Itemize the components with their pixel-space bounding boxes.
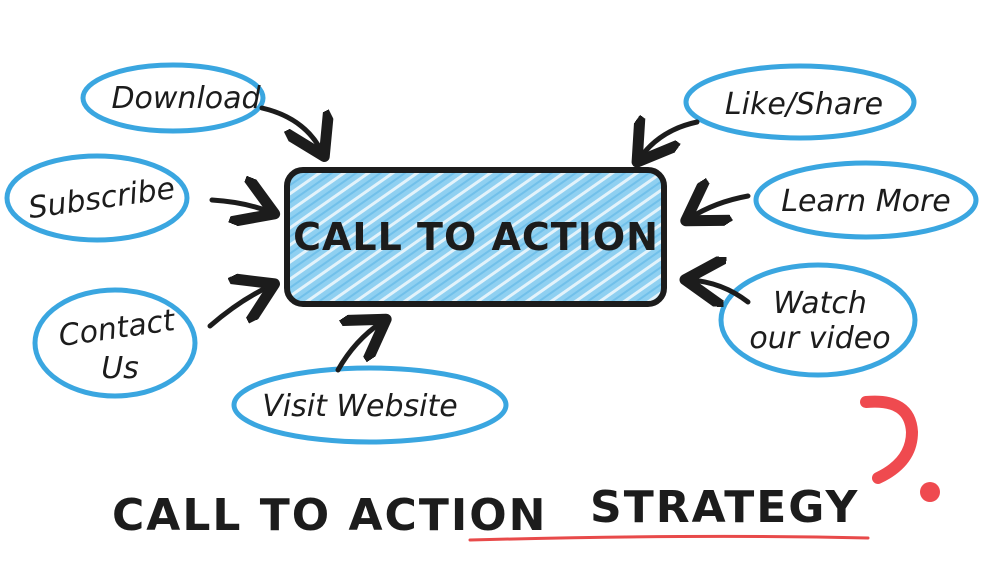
bubble-visit-website-label: Visit Website <box>262 389 457 424</box>
arrow-from-watch-video <box>690 280 751 302</box>
bubble-like-share-outline <box>683 63 917 141</box>
bubble-learn-more: Learn More <box>753 160 979 240</box>
center-box-shape <box>284 167 667 307</box>
bubble-like-share-label: Like/Share <box>725 87 883 122</box>
center-box: CALL TO ACTION <box>284 167 667 307</box>
bubble-watch-video-outline <box>718 262 918 378</box>
bubble-like-share: Like/Share <box>683 63 917 141</box>
arrow-from-subscribe <box>209 200 270 212</box>
arrow-from-like-share <box>640 122 700 158</box>
arrows <box>207 105 751 373</box>
bubble-contact-us: Contact Us <box>32 287 198 399</box>
footer-underline <box>468 534 870 542</box>
bubble-download-outline <box>80 62 266 134</box>
bubble-subscribe-outline <box>4 153 190 243</box>
bubble-watch-video-label-line1: Watch <box>773 286 867 321</box>
bubble-subscribe: Subscribe <box>4 153 190 243</box>
footer-title-part1: CALL TO ACTION <box>112 490 547 541</box>
footer-title-part2: STRATEGY <box>590 482 859 533</box>
bubble-learn-more-outline <box>753 160 979 240</box>
bubble-visit-website-outline <box>231 365 509 445</box>
arrow-from-contact-us <box>207 286 270 329</box>
arrow-from-visit-website <box>335 322 382 373</box>
bubble-download-label: Download <box>111 81 261 116</box>
bubble-learn-more-label: Learn More <box>781 184 950 219</box>
bubble-contact-us-label-line1: Contact <box>56 303 178 354</box>
bubble-contact-us-label-line2: Us <box>101 351 139 386</box>
bubble-visit-website: Visit Website <box>231 365 509 445</box>
bubble-watch-video: Watch our video <box>718 262 918 378</box>
center-box-label: CALL TO ACTION <box>293 215 659 259</box>
brand-logo-icon <box>860 395 940 502</box>
bubble-watch-video-label-line2: our video <box>749 321 890 356</box>
bubble-subscribe-label: Subscribe <box>26 171 177 226</box>
arrow-from-learn-more <box>690 196 751 218</box>
arrow-from-download <box>259 105 322 152</box>
footer-title: CALL TO ACTION STRATEGY <box>112 482 870 542</box>
bubble-contact-us-outline <box>32 287 198 399</box>
bubble-download: Download <box>80 62 266 134</box>
